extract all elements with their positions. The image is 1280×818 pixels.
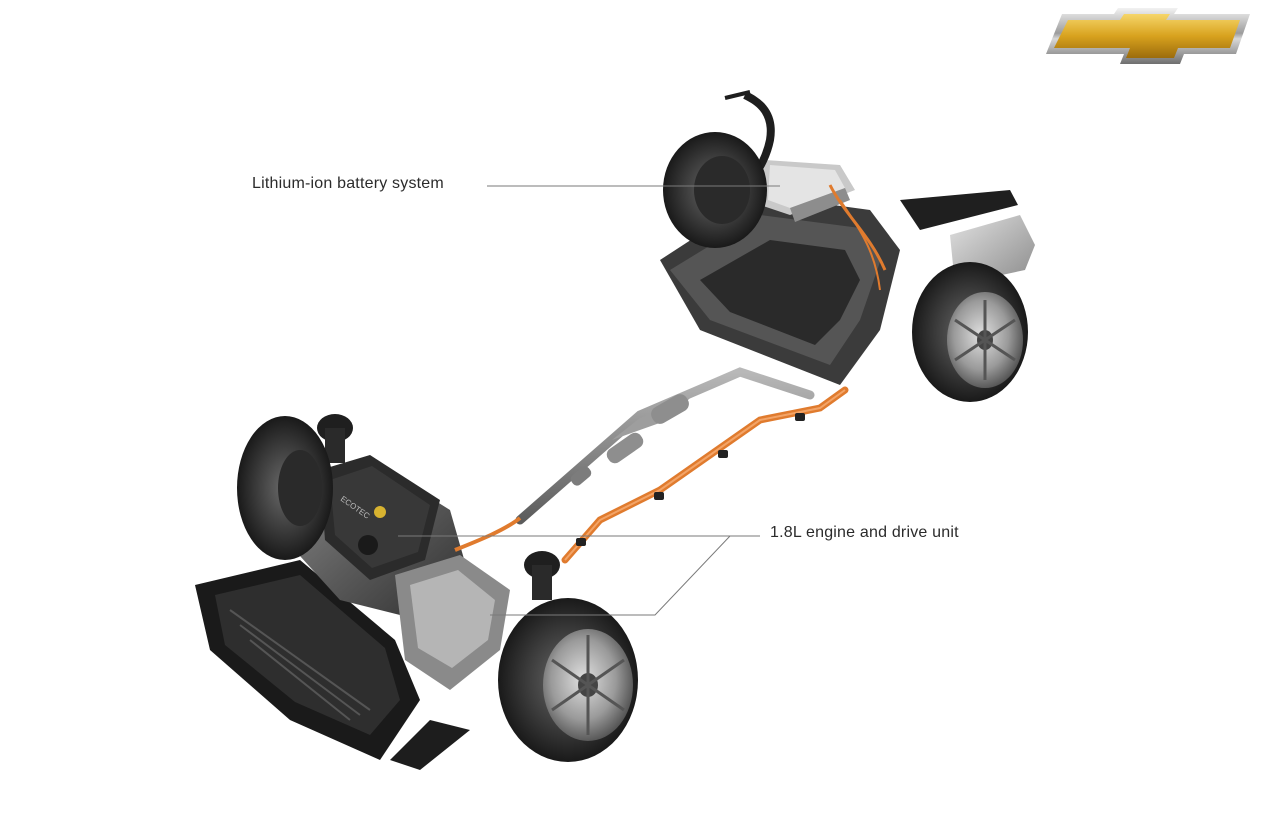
engine-callout-label: 1.8L engine and drive unit <box>770 524 959 541</box>
front-left-wheel <box>237 416 333 560</box>
front-assembly: ECOTEC <box>195 414 560 770</box>
rear-right-wheel <box>912 262 1028 402</box>
rear-left-wheel <box>663 132 767 248</box>
front-right-wheel <box>498 598 638 762</box>
engine-leader-line <box>490 535 760 616</box>
chevrolet-bowtie-icon <box>1046 8 1250 64</box>
high-voltage-cable <box>561 386 849 564</box>
battery-callout-label: Lithium-ion battery system <box>252 175 444 192</box>
exhaust-pipe <box>515 367 815 525</box>
